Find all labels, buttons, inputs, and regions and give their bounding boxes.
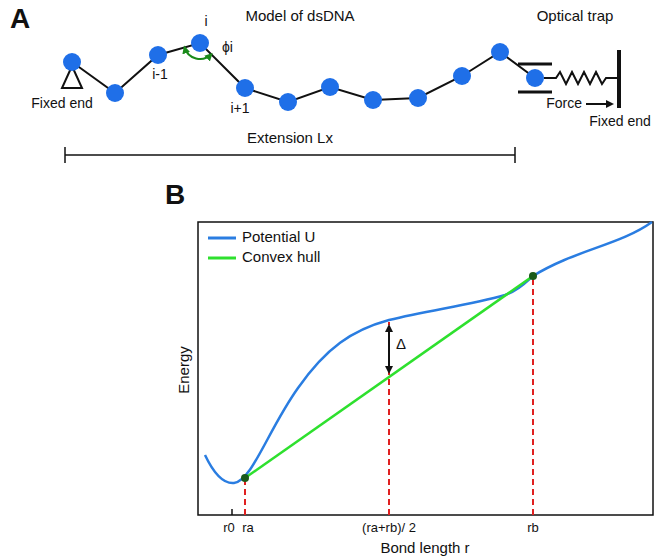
force-label: Force	[546, 96, 582, 111]
dimension: Extension Lx	[247, 130, 333, 147]
plot-frame	[198, 222, 653, 515]
legend-swatch	[208, 237, 236, 240]
trap-wall	[617, 50, 621, 108]
spring	[544, 72, 618, 84]
bead-index: i-1	[152, 67, 168, 82]
legend-swatch	[208, 257, 236, 260]
part-name: Fixed end	[31, 96, 92, 111]
tick-label: rb	[527, 521, 539, 535]
bead-index: i+1	[230, 101, 249, 116]
guide-lines	[245, 276, 533, 515]
part-name: Optical trap	[537, 8, 614, 25]
tick-marks	[232, 509, 533, 515]
extension-bracket	[65, 147, 515, 163]
tick-label: r0	[223, 521, 235, 535]
bond-angle-arc	[185, 47, 212, 59]
force-arrow	[586, 103, 612, 105]
axis-title: Bond length r	[380, 540, 469, 557]
gap-label: Δ	[396, 336, 406, 353]
tick-label: (ra+rb)/ 2	[362, 521, 416, 535]
convex-hull-line	[245, 276, 533, 478]
panel-letter: B	[165, 180, 185, 211]
angle-label: ϕi	[222, 40, 233, 55]
legend-text: Potential U	[242, 229, 315, 246]
bead-index: i	[204, 14, 207, 29]
panel-letter: A	[10, 4, 30, 35]
legend-text: Convex hull	[242, 249, 320, 266]
tick-label: ra	[242, 521, 254, 535]
hull-point	[241, 474, 249, 482]
axis-title: Energy	[176, 346, 193, 394]
potential-curve	[205, 222, 652, 483]
delta-arrow	[388, 326, 390, 372]
hull-point	[529, 272, 537, 280]
panel-title: Model of dsDNA	[245, 8, 354, 25]
part-name: Fixed end	[589, 114, 650, 129]
dna-bonds	[72, 43, 535, 102]
beads	[63, 34, 544, 111]
